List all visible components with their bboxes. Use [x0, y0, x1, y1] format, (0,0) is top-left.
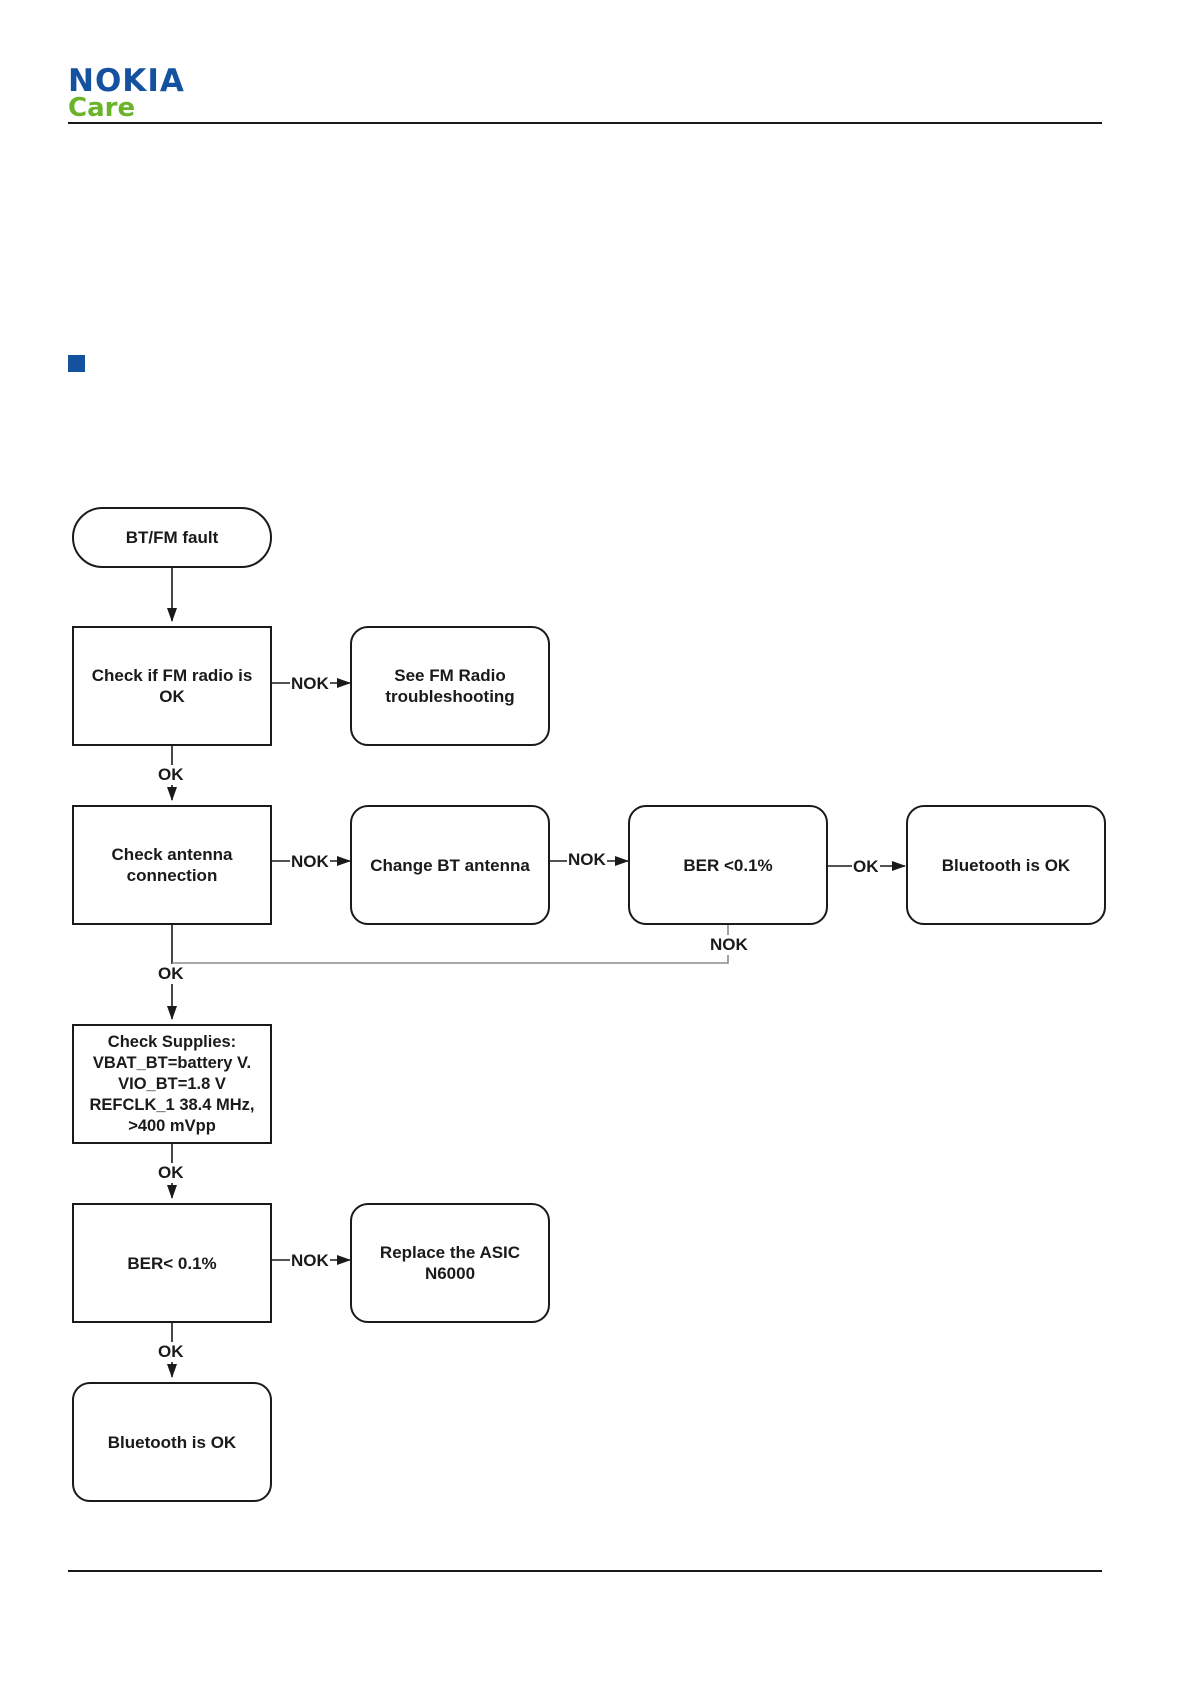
node-replace-asic: Replace the ASIC N6000 — [350, 1203, 550, 1323]
label-ok-ber2: OK — [157, 1342, 185, 1362]
node-check-fm: Check if FM radio is OK — [72, 626, 272, 746]
node-bluetooth-ok-2: Bluetooth is OK — [72, 1382, 272, 1502]
node-bluetooth-ok-1: Bluetooth is OK — [906, 805, 1106, 925]
edge-ber1-nok-loop — [172, 925, 729, 964]
node-see-fm: See FM Radio troubleshooting — [350, 626, 550, 746]
node-start: BT/FM fault — [72, 507, 272, 568]
footer-rule — [68, 1570, 1102, 1572]
logo-wordmark: NOKIA — [68, 63, 185, 99]
label-nok-antenna: NOK — [290, 852, 330, 872]
node-change-antenna: Change BT antenna — [350, 805, 550, 925]
label-ok-antenna: OK — [157, 964, 185, 984]
node-check-antenna: Check antenna connection — [72, 805, 272, 925]
node-check-supplies: Check Supplies: VBAT_BT=battery V. VIO_B… — [72, 1024, 272, 1144]
header-rule — [68, 122, 1102, 124]
label-nok-fm: NOK — [290, 674, 330, 694]
node-ber-1: BER <0.1% — [628, 805, 828, 925]
label-nok-ber2: NOK — [290, 1251, 330, 1271]
node-ber-2: BER< 0.1% — [72, 1203, 272, 1323]
section-bullet-icon — [68, 355, 85, 372]
label-nok-change: NOK — [567, 850, 607, 870]
label-nok-ber1: NOK — [709, 935, 749, 955]
label-ok-supplies: OK — [157, 1163, 185, 1183]
logo-subtitle: Care — [68, 93, 136, 123]
label-ok-fm: OK — [157, 765, 185, 785]
label-ok-ber1: OK — [852, 857, 880, 877]
